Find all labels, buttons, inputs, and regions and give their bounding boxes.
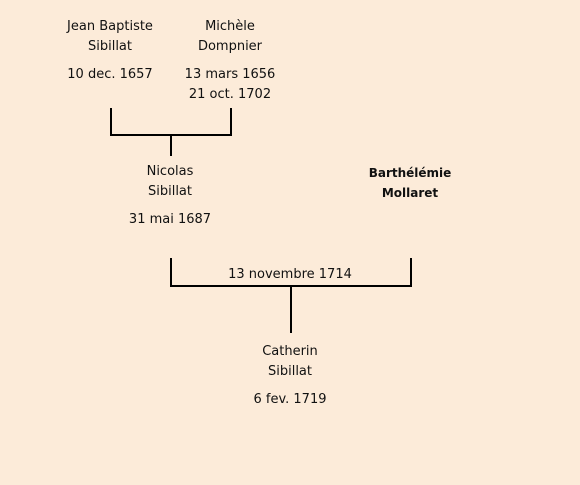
- birth-date-jean-baptiste: 10 dec. 1657: [67, 67, 153, 82]
- given-name: Catherin: [262, 344, 318, 359]
- given-name: Barthélémie: [368, 166, 452, 180]
- person-name-nicolas: Nicolas Sibillat: [100, 162, 240, 202]
- connector-line: [170, 134, 172, 156]
- given-name: Jean Baptiste: [67, 19, 153, 34]
- person-name-michele: Michèle Dompnier: [160, 17, 300, 57]
- surname: Mollaret: [381, 186, 439, 200]
- connector-line: [170, 258, 172, 287]
- connector-line: [110, 108, 112, 136]
- connector-line: [230, 108, 232, 136]
- surname: Sibillat: [147, 184, 192, 199]
- given-name: Michèle: [205, 19, 255, 34]
- person-name-catherin: Catherin Sibillat: [220, 342, 360, 382]
- death-date-michele: 21 oct. 1702: [188, 87, 272, 102]
- person-name-barthelemie: Barthélémie Mollaret: [340, 163, 480, 203]
- given-name: Nicolas: [146, 164, 194, 179]
- marriage-date: 13 novembre 1714: [228, 267, 352, 282]
- person-name-jean-baptiste: Jean Baptiste Sibillat: [40, 17, 180, 57]
- connector-line: [290, 285, 292, 333]
- birth-date-catherin: 6 fev. 1719: [253, 392, 327, 407]
- birth-date-michele: 13 mars 1656: [184, 67, 276, 82]
- birth-date-nicolas: 31 mai 1687: [128, 212, 212, 227]
- surname: Sibillat: [267, 364, 312, 379]
- surname: Sibillat: [87, 39, 132, 54]
- surname: Dompnier: [197, 39, 263, 54]
- connector-line: [410, 258, 412, 287]
